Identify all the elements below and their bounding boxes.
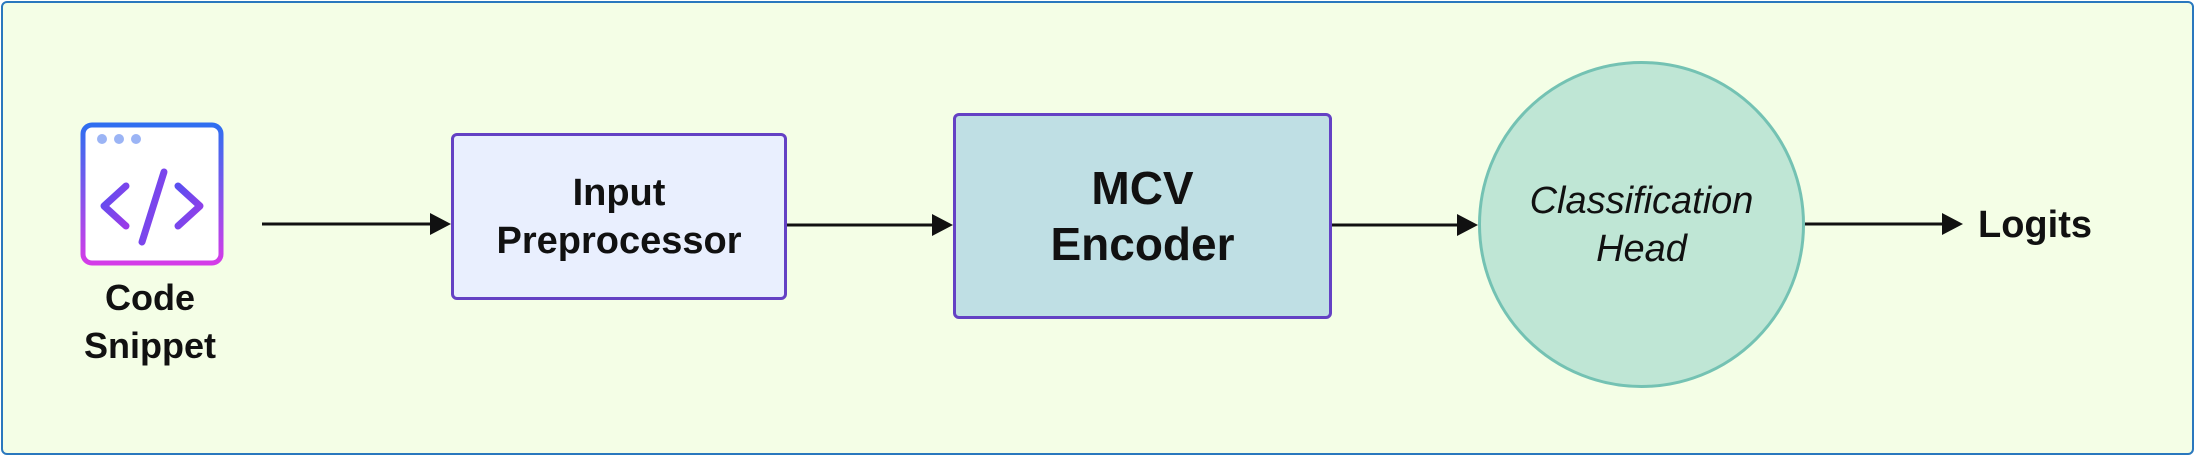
input-preprocessor-box: Input Preprocessor [451,133,787,300]
mcv-encoder-line2: Encoder [1050,218,1235,270]
code-snippet-label-line2: Snippet [84,325,216,366]
code-snippet-label: Code Snippet [40,274,260,370]
logits-label: Logits [1978,204,2092,246]
code-window-icon [80,122,224,266]
classification-head-circle: Classification Head [1478,61,1805,388]
code-snippet-label-line1: Code [105,277,195,318]
mcv-encoder-box: MCV Encoder [953,113,1332,319]
classification-head-line1: Classification [1529,179,1754,222]
classification-head-line2: Head [1596,227,1687,270]
input-preprocessor-line2: Preprocessor [496,219,742,262]
mcv-encoder-line1: MCV [1091,162,1194,214]
input-preprocessor-line1: Input [572,171,666,214]
